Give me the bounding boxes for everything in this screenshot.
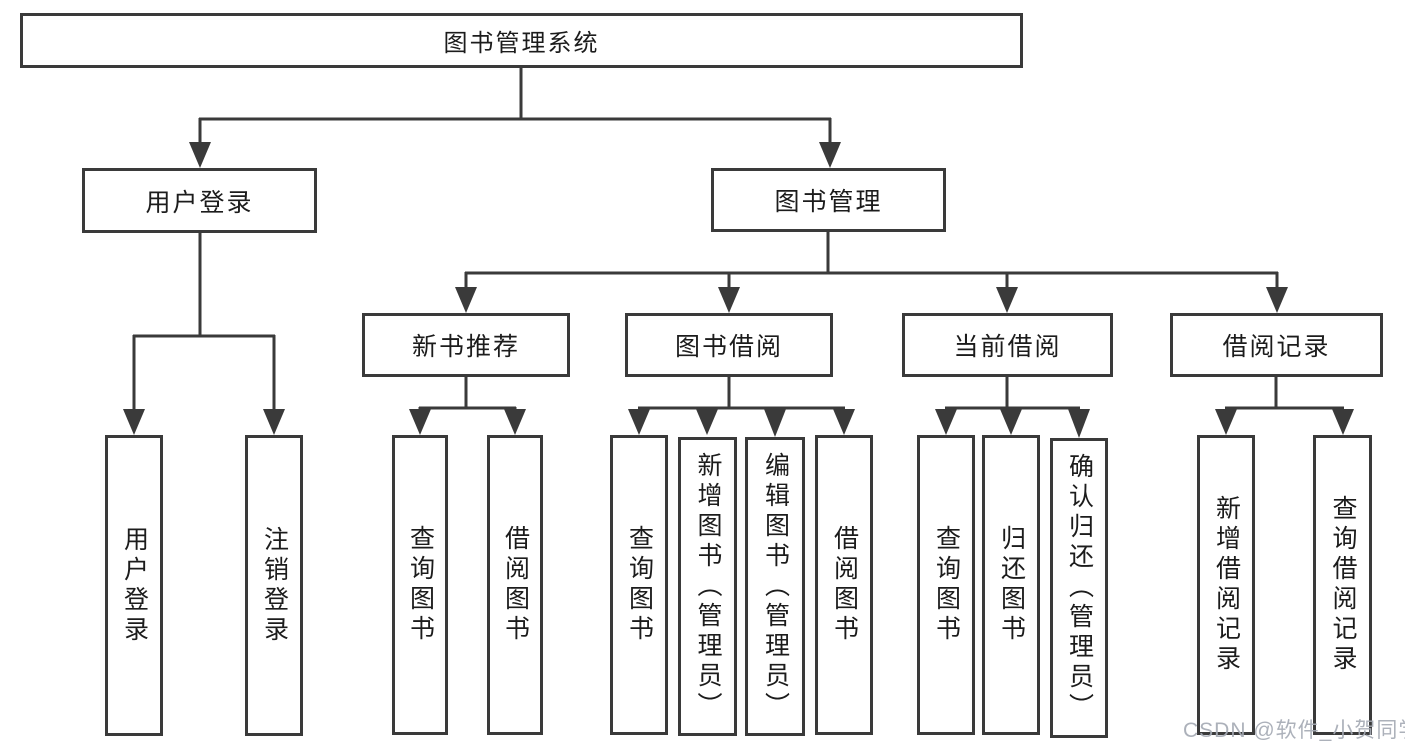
connector-bookborrow-to-leaves [628,377,855,437]
leaf-logout: 注销登录 [245,435,303,736]
leaf-confirm-return-admin: 确认归还（管理员） [1050,438,1108,738]
node-current-borrowing: 当前借阅 [902,313,1113,377]
connector-borrowrecords-to-leaves [1215,377,1354,435]
node-label: 归还图书 [997,525,1026,645]
node-user-login: 用户登录 [82,168,317,233]
node-label: 当前借阅 [953,333,1062,361]
leaf-edit-books-admin: 编辑图书（管理员） [745,437,805,736]
node-label: 图书借阅 [674,333,783,361]
connector-bookmgmt-to-level3 [455,232,1288,313]
node-label: 图书管理 [774,188,883,216]
connector-userlogin-to-leaves [123,233,285,435]
node-label: 用户登录 [145,188,254,217]
leaf-user-login: 用户登录 [105,435,163,736]
node-label: 注销登录 [260,525,289,646]
node-book-borrowing: 图书借阅 [625,313,833,377]
node-book-management: 图书管理 [711,168,946,232]
node-label: 借阅记录 [1222,333,1331,361]
node-label: 新增图书（管理员） [694,451,722,722]
node-label: 查询图书 [932,525,961,645]
node-label: 确认归还（管理员） [1065,453,1094,723]
csdn-watermark: CSDN @软件_小贺同学 [1183,719,1405,742]
leaf-borrow-books-borrowing: 借阅图书 [815,435,873,735]
node-label: 图书管理系统 [443,30,600,57]
leaf-query-books-recommendation: 查询图书 [392,435,448,735]
leaf-query-books-borrowing: 查询图书 [610,435,668,735]
node-label: 查询借阅记录 [1329,495,1357,675]
node-label: 查询图书 [406,525,435,645]
connector-root-to-level2 [189,68,841,168]
node-library-management-system: 图书管理系统 [20,13,1023,68]
node-borrowing-records: 借阅记录 [1170,313,1383,377]
node-label: 借阅图书 [830,525,859,645]
node-label: 新书推荐 [411,333,520,361]
leaf-query-borrow-record: 查询借阅记录 [1313,435,1372,735]
leaf-borrow-books-recommendation: 借阅图书 [487,435,543,735]
node-label: 查询图书 [625,525,654,645]
node-label: 编辑图书（管理员） [761,451,790,722]
leaf-return-books: 归还图书 [982,435,1040,735]
node-label: 用户登录 [120,525,149,646]
leaf-add-borrow-record: 新增借阅记录 [1197,435,1255,735]
node-label: 新增借阅记录 [1212,495,1241,675]
node-new-book-recommendation: 新书推荐 [362,313,570,377]
leaf-query-books-current: 查询图书 [917,435,975,735]
leaf-add-books-admin: 新增图书（管理员） [678,437,737,736]
connector-newbookrec-to-leaves [409,377,526,435]
connector-currentborrow-to-leaves [935,377,1090,438]
node-label: 借阅图书 [501,525,530,645]
